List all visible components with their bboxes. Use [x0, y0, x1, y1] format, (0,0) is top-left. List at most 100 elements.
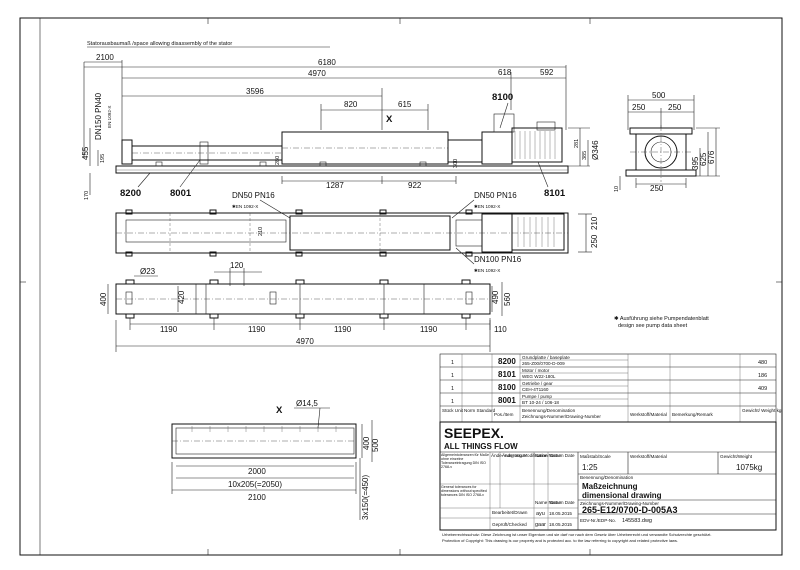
- parts-row-3-desc: Getriebe / gear: [522, 381, 553, 386]
- dim-280: 280: [275, 156, 281, 165]
- section-marker-x: X: [386, 114, 393, 125]
- dim-2000-detail: 2000: [248, 467, 266, 476]
- tolerance-de: Allgemeintoleranzen für Maße ohne einzel…: [441, 453, 489, 469]
- parts-header-pos: Pos./Item: [494, 412, 514, 417]
- parts-header-qty: Stück Unit: [442, 408, 464, 413]
- dim-922: 922: [408, 181, 422, 190]
- dim-6180: 6180: [318, 58, 336, 67]
- parts-row-3-weight: 409: [758, 386, 767, 392]
- part-8200: 8200: [120, 188, 141, 199]
- scale-label: Maßstab/Scale: [580, 454, 611, 459]
- detail-x: X Ø14,5 400 500 2000 10x205(=2050) 2100 …: [171, 399, 380, 520]
- dim-2100-top: 2100: [96, 53, 114, 62]
- dim-455: 455: [81, 146, 90, 160]
- weight-value: 1075kg: [736, 463, 762, 472]
- pump-note-en: design see pump data sheet: [618, 323, 688, 329]
- rev-header-mod: Änderung Modification: [502, 452, 548, 458]
- dim-1190-d: 1190: [420, 325, 438, 334]
- dim-4970-plan: 4970: [296, 337, 314, 346]
- dim-23-dia: Ø23: [140, 267, 156, 276]
- dim-385: 385: [582, 151, 588, 160]
- dim-250-end-a: 250: [632, 103, 646, 112]
- dim-3596: 3596: [246, 87, 264, 96]
- parts-row-2-num: WEG W22-180L: [522, 374, 556, 379]
- drawing-no-label: Zeichnungs-Nummer/Drawing-Number: [580, 501, 659, 506]
- dim-170: 170: [84, 191, 90, 200]
- dim-1190-a: 1190: [160, 325, 178, 334]
- top-view: DN50 PN16 ✱EN 1092-X DN50 PN16 ✱EN 1092-…: [115, 191, 599, 273]
- rev-header-issue: Ände- rung Issue: [491, 452, 526, 458]
- date-label: Datum Date: [550, 500, 575, 505]
- copyright-de: Urheberrechtsschutz: Diese Zeichnung ist…: [442, 532, 711, 537]
- parts-header-desc: Benennung/Denomination: [522, 408, 576, 413]
- flange-suction-std: EN 1092-X: [107, 106, 112, 128]
- dim-210-top: 210: [258, 227, 264, 236]
- parts-row-2-qty: 1: [451, 373, 454, 379]
- detail-x-marker: X: [276, 405, 283, 416]
- edv-label: EDV-Nr./EDP-No.: [580, 518, 616, 523]
- dim-625: 625: [699, 152, 708, 166]
- part-8101: 8101: [544, 188, 566, 199]
- parts-row-4-desc: Pumpe / pump: [522, 394, 552, 399]
- flange-bottom-std: ✱EN 1092-X: [474, 268, 500, 273]
- parts-row-3-qty: 1: [451, 386, 454, 392]
- parts-header-norm: Norm Standard: [464, 408, 496, 413]
- parts-row-1-desc: Grundplatte / baseplate: [522, 355, 570, 360]
- dim-14-5-dia: Ø14,5: [296, 399, 318, 408]
- flange-outlet-std: ✱EN 1092-X: [474, 204, 500, 209]
- dim-618: 618: [498, 68, 512, 77]
- dim-10x205: 10x205(=2050): [228, 480, 282, 489]
- sheet-border: [19, 17, 783, 556]
- scale-value: 1:25: [582, 463, 598, 472]
- dim-250-end-c: 250: [650, 184, 664, 193]
- parts-header-weight: Gewicht/ Weight kg: [742, 408, 782, 413]
- end-view: 500 250 250 395 625 676 10 250: [614, 91, 720, 193]
- dim-400-plan: 400: [99, 292, 108, 306]
- title-block: SEEPEX. ALL THINGS FLOW Allgemeintoleran…: [439, 421, 777, 543]
- part-8001: 8001: [170, 188, 192, 199]
- part-8100: 8100: [492, 92, 513, 103]
- checked-date: 18.05.2015: [549, 522, 572, 527]
- flange-suction-label: DN150 PN40: [94, 92, 103, 140]
- dim-592: 592: [540, 68, 554, 77]
- dim-300: 300: [453, 159, 459, 168]
- parts-row-4-num: BT 10-24 / 106-18: [522, 400, 559, 405]
- rev-header-name: Name Name: [535, 453, 561, 458]
- drawn-name: ayu: [536, 511, 545, 517]
- dim-676: 676: [707, 150, 716, 164]
- dim-4970-top: 4970: [308, 69, 326, 78]
- flange-inlet-std: ✱EN 1092-X: [232, 204, 258, 209]
- parts-header-remark: Bemerkung/Remark: [672, 412, 714, 417]
- copyright-en: Protection of Copyright: This drawing is…: [442, 538, 678, 543]
- parts-row-2-pos: 8101: [498, 370, 516, 379]
- pump-note-de: ✱ Ausführung siehe Pumpendatenblatt: [614, 315, 709, 322]
- edv-value: 145583.dwg: [622, 518, 652, 524]
- checked-name: gaar: [535, 522, 546, 528]
- dim-1190-b: 1190: [248, 325, 266, 334]
- flange-inlet-label: DN50 PN16: [232, 191, 275, 200]
- dim-615: 615: [398, 100, 412, 109]
- seepex-slogan: ALL THINGS FLOW: [444, 442, 518, 451]
- drawn-label: Bearbeitet/Drawn: [492, 510, 528, 515]
- front-view: 2100 6180 4970 618 592 3596 820 615 X DN…: [81, 53, 600, 200]
- dim-3x150: 3x150(=450): [361, 475, 370, 520]
- drawn-date: 18.05.2015: [549, 511, 572, 516]
- parts-row-2-weight: 186: [758, 373, 767, 379]
- parts-list: 1 8200 Grundplatte / baseplate 265-Z00/0…: [439, 353, 782, 423]
- dim-2100-detail: 2100: [248, 493, 266, 502]
- dim-1287: 1287: [326, 181, 344, 190]
- dim-281: 281: [574, 139, 580, 148]
- parts-header-material: Werkstoff/Material: [630, 412, 667, 417]
- dim-395: 395: [691, 156, 700, 170]
- dim-250-top: 250: [590, 234, 599, 248]
- title-de: Maßzeichnung: [582, 482, 638, 491]
- parts-row-2-desc: Motor / motor: [522, 368, 550, 373]
- stator-note: Statorausbaumaß /space allowing disassem…: [87, 41, 232, 47]
- parts-row-4-pos: 8001: [498, 396, 516, 405]
- baseplate: [115, 165, 569, 174]
- parts-row-4-qty: 1: [451, 399, 454, 405]
- parts-row-3-num: CEH-4T1160: [522, 387, 549, 392]
- dim-500-end: 500: [652, 91, 666, 100]
